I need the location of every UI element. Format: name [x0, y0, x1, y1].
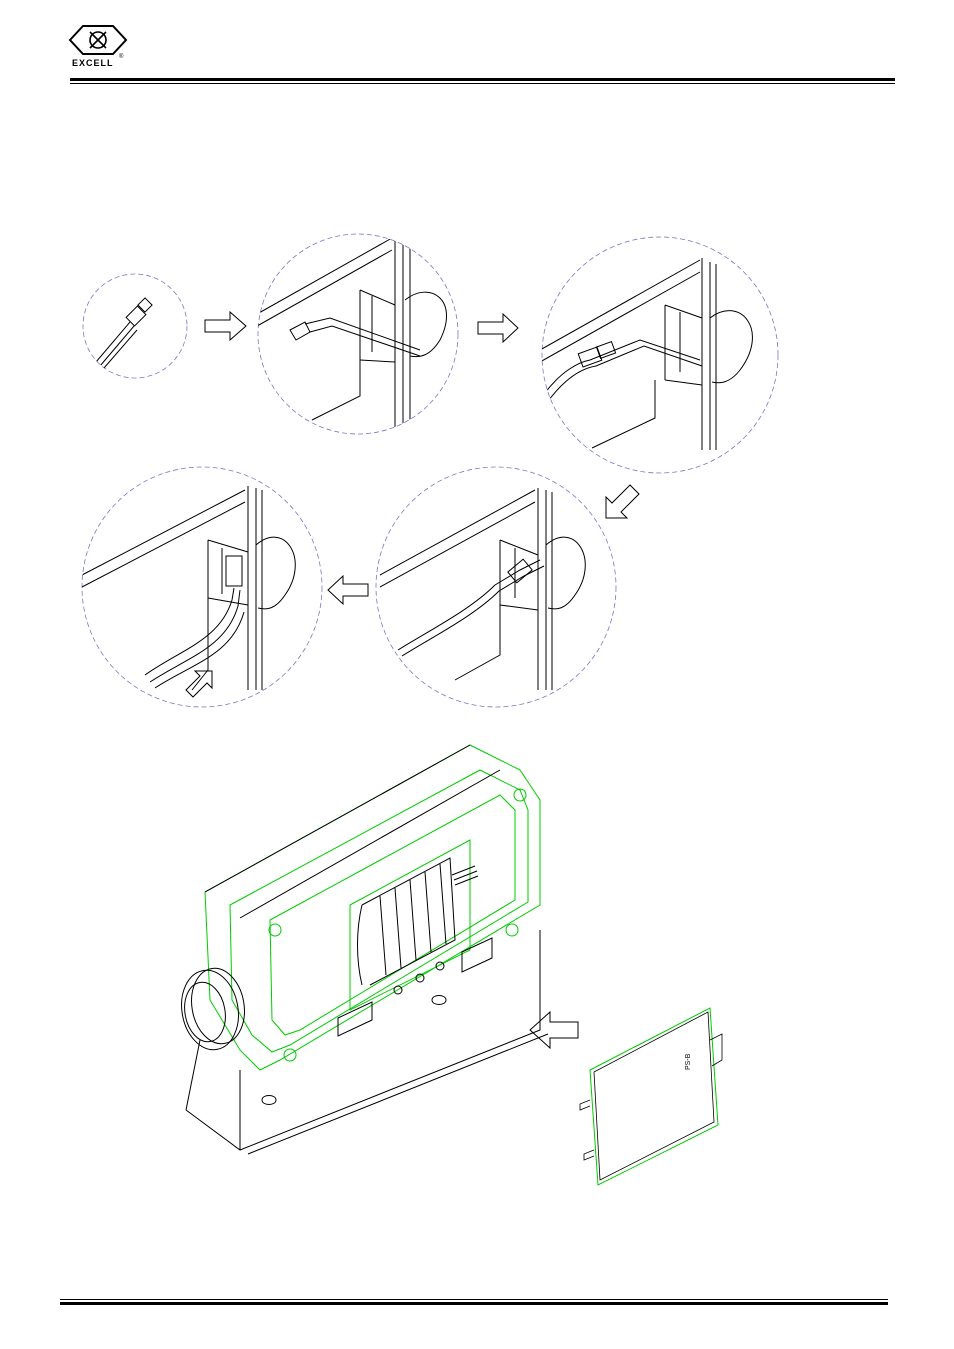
step-4-route-detail — [376, 467, 616, 707]
step-6-indicator-rear — [175, 745, 578, 1154]
arrow-right-icon — [205, 312, 246, 340]
arrow-up-right-icon — [186, 671, 212, 697]
footer-rule — [60, 1302, 888, 1305]
step-2-insert-detail — [250, 234, 458, 440]
step-1-connector-detail — [83, 274, 187, 378]
step-3-connect-detail — [540, 237, 778, 473]
cover-label: PS-B — [685, 1053, 692, 1070]
arrow-right-icon — [478, 314, 518, 342]
footer-rule-thin — [60, 1299, 888, 1300]
arrow-down-left-icon — [606, 485, 639, 518]
arrow-left-icon — [328, 576, 368, 604]
battery-cover-panel: PS-B — [580, 1008, 722, 1185]
arrow-left-icon — [530, 1012, 578, 1048]
step-5-secure-detail — [82, 467, 322, 707]
